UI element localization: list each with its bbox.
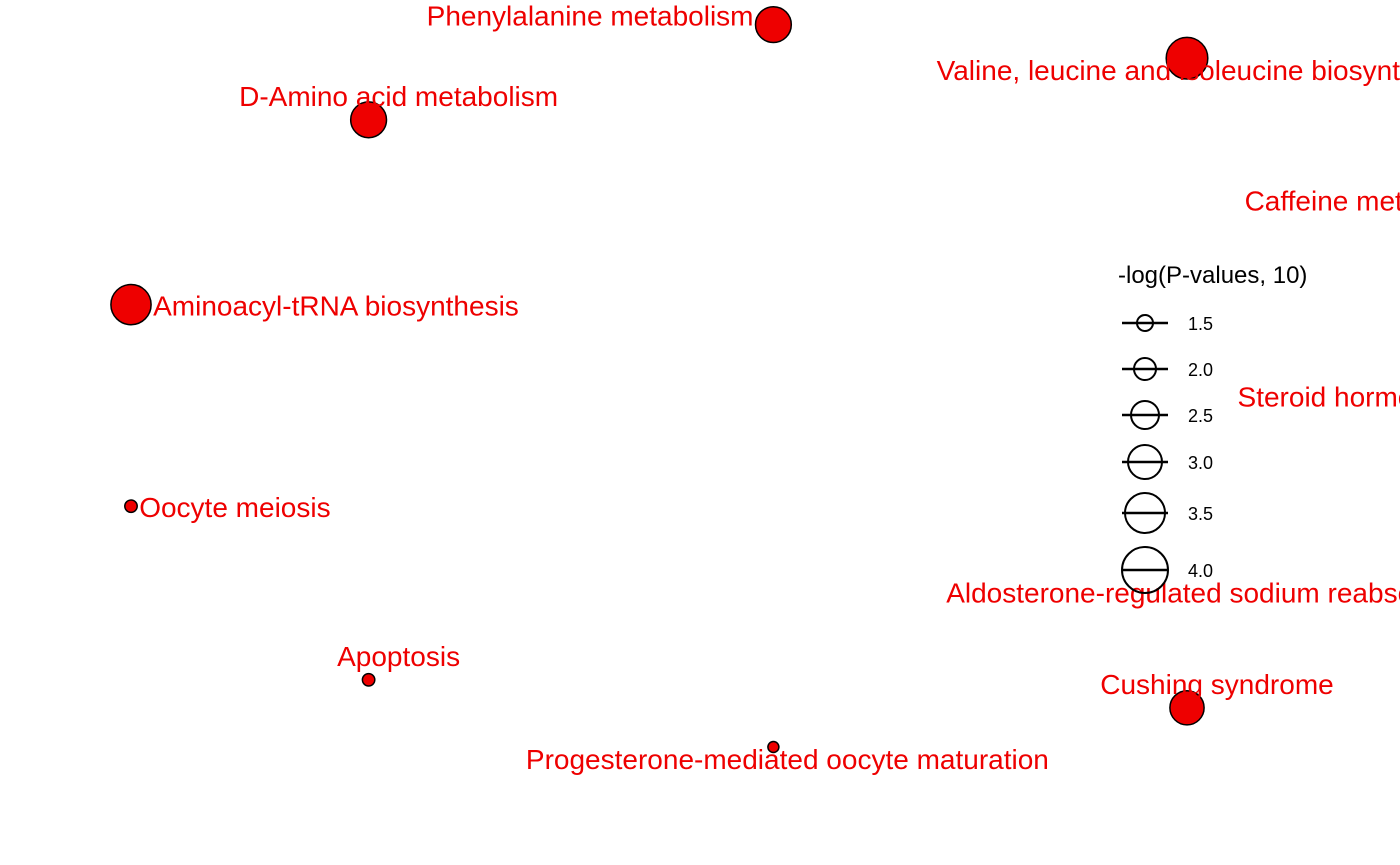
- legend-label: 3.0: [1188, 453, 1213, 473]
- data-point: [754, 5, 793, 44]
- data-point-label: Oocyte meiosis: [139, 492, 330, 523]
- data-point: [767, 740, 780, 754]
- legend-title: -log(P-values, 10): [1118, 262, 1307, 289]
- data-point: [349, 101, 388, 139]
- legend-label: 2.0: [1188, 360, 1213, 380]
- legend-label: 1.5: [1188, 314, 1213, 334]
- data-point-label: Phenylalanine metabolism: [427, 1, 754, 32]
- data-point: [1165, 36, 1209, 80]
- data-point-label: Progesterone-mediated oocyte maturation: [526, 744, 1049, 775]
- data-point-label: D-Amino acid metabolism: [239, 81, 558, 112]
- legend-label: 3.5: [1188, 504, 1213, 524]
- data-point-label: Aldosterone-regulated sodium reabsorptio…: [946, 577, 1400, 608]
- data-point-label: Valine, leucine and isoleucine biosynthe…: [937, 55, 1400, 86]
- data-point-label: Aminoacyl-tRNA biosynthesis: [153, 291, 519, 322]
- legend-items: 1.5 2.0 2.5 3.0 3.5 4.0: [1121, 314, 1213, 594]
- data-point-label: Cushing syndrome: [1100, 669, 1333, 700]
- data-point-label: Steroid hormone biosynthesis: [1238, 381, 1400, 412]
- legend-label: 2.5: [1188, 406, 1213, 426]
- data-point: [361, 672, 376, 687]
- data-point: [124, 499, 138, 514]
- data-point: [1169, 689, 1205, 726]
- data-point: [110, 283, 152, 326]
- size-legend: -log(P-values, 10) 1.5 2.0 2.5 3.0 3.5 4.0: [1118, 262, 1307, 594]
- data-point-label: Caffeine metabolism: [1245, 185, 1400, 216]
- legend-label: 4.0: [1188, 561, 1213, 581]
- data-point-label: Apoptosis: [337, 641, 460, 672]
